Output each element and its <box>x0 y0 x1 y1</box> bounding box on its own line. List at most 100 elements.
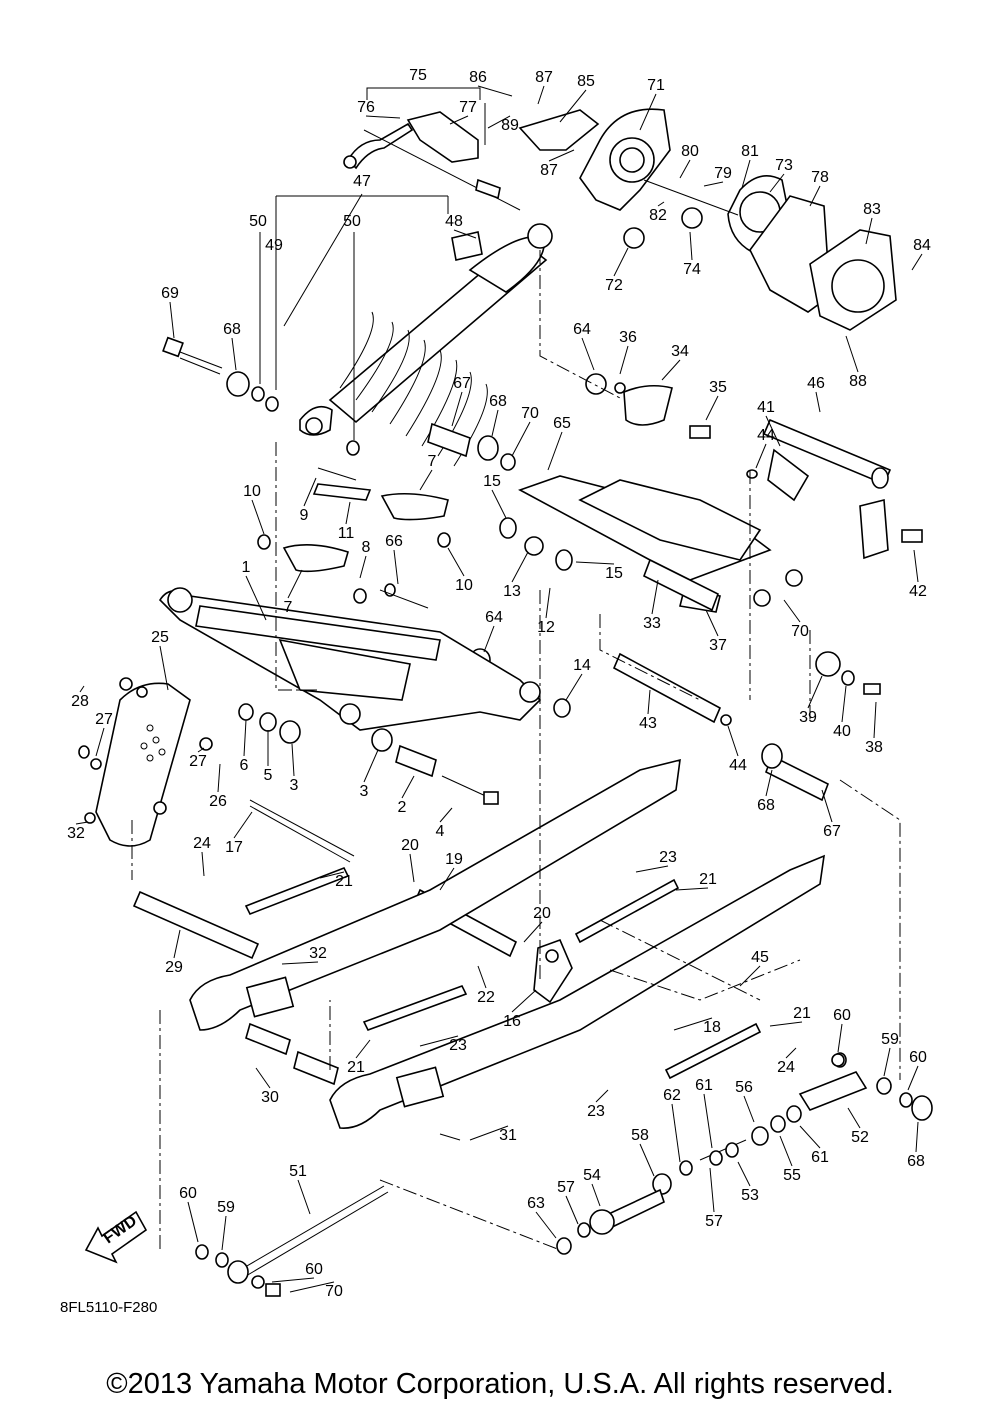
leader-line-19 <box>439 867 455 891</box>
leader-line-87a <box>537 85 545 105</box>
leader-line-44b <box>727 725 739 757</box>
leader-line-7a <box>419 469 433 491</box>
callout-76: 76 <box>357 99 375 116</box>
callout-36: 36 <box>619 329 637 346</box>
leader-line-51 <box>297 1179 311 1215</box>
callout-43: 43 <box>639 715 657 732</box>
callout-72: 72 <box>605 277 623 294</box>
callout-30: 30 <box>261 1089 279 1106</box>
leader-line-38 <box>873 701 877 739</box>
slide-runners-part <box>244 866 762 1080</box>
leader-line-23b <box>419 1035 459 1047</box>
leader-line-3b <box>363 749 379 783</box>
leader-line-87b <box>548 149 575 162</box>
leader-line-72 <box>613 247 629 277</box>
leader-line-14 <box>565 673 583 701</box>
leader-line-41 <box>765 415 781 447</box>
callout-68c: 68 <box>757 797 775 814</box>
leader-line-88 <box>845 335 859 373</box>
leader-line-57a <box>709 1167 715 1213</box>
callout-51: 51 <box>289 1163 307 1180</box>
callout-44a: 44 <box>757 427 775 444</box>
leader-line-2 <box>401 775 415 799</box>
callout-74: 74 <box>683 261 701 278</box>
leader-line-85 <box>559 89 587 123</box>
callout-75: 75 <box>409 67 427 84</box>
bushings-part <box>427 422 573 718</box>
leader-line-45 <box>739 965 761 987</box>
callout-78: 78 <box>811 169 829 186</box>
leader-line-60b <box>907 1065 919 1091</box>
callout-61a: 61 <box>695 1077 713 1094</box>
leader-line-10a <box>251 499 265 535</box>
callout-23c: 23 <box>587 1103 605 1120</box>
leader-line-68d <box>915 1121 919 1153</box>
drawing-code: 8FL5110-F280 <box>60 1299 157 1316</box>
leader-line-11 <box>345 501 351 525</box>
callout-84: 84 <box>913 237 931 254</box>
leader-line-80 <box>679 159 691 179</box>
leader-line-26 <box>217 763 221 793</box>
leader-line-34 <box>661 359 681 381</box>
callout-28: 28 <box>71 693 89 710</box>
callout-14: 14 <box>573 657 591 674</box>
leader-line-31 <box>469 1125 509 1141</box>
callout-68a: 68 <box>223 321 241 338</box>
callout-7b: 7 <box>284 599 293 616</box>
leader-line-59a <box>883 1047 891 1077</box>
leader-line-81 <box>741 159 751 189</box>
leader-line-73 <box>769 173 785 193</box>
callout-59a: 59 <box>881 1031 899 1048</box>
callout-47: 47 <box>353 173 371 190</box>
leader-line-78 <box>809 185 821 207</box>
scissor-link-part <box>78 677 213 847</box>
callout-54: 54 <box>583 1167 601 1184</box>
leader-line-20a <box>409 853 415 883</box>
callout-39: 39 <box>799 709 817 726</box>
leader-line-30 <box>255 1067 271 1089</box>
leader-line-56 <box>743 1095 755 1123</box>
leader-line-62 <box>671 1103 681 1163</box>
leader-line-83 <box>865 217 873 245</box>
callout-57a: 57 <box>705 1213 723 1230</box>
callout-24a: 24 <box>193 835 211 852</box>
callout-79: 79 <box>714 165 732 182</box>
leader-line-17 <box>233 811 253 839</box>
leader-line-18 <box>673 1017 713 1031</box>
leader-line-21b <box>675 887 709 891</box>
upper-bolt-part <box>162 336 360 456</box>
leader-line-42 <box>913 549 919 583</box>
shock-absorber-part <box>299 223 553 467</box>
leader-line-74 <box>689 231 693 261</box>
callout-20a: 20 <box>401 837 419 854</box>
callout-57b: 57 <box>557 1179 575 1196</box>
leader-line-66 <box>393 549 399 585</box>
leader-line-9 <box>303 477 317 507</box>
callout-1: 1 <box>242 559 251 576</box>
leader-line-39 <box>807 675 823 709</box>
callout-66: 66 <box>385 533 403 550</box>
leader-line-8 <box>359 555 367 579</box>
callout-3a: 3 <box>290 777 299 794</box>
callout-73: 73 <box>775 157 793 174</box>
callout-69: 69 <box>161 285 179 302</box>
callout-77: 77 <box>459 99 477 116</box>
callout-24b: 24 <box>777 1059 795 1076</box>
callout-53: 53 <box>741 1187 759 1204</box>
parts-drawing: FWD <box>78 87 933 1297</box>
leader-line-32a <box>75 821 89 825</box>
leader-line-24b <box>785 1047 797 1059</box>
callout-21c: 21 <box>793 1005 811 1022</box>
bracket-line <box>283 193 363 327</box>
leader-line-10b <box>447 547 465 577</box>
callout-45: 45 <box>751 949 769 966</box>
leader-line-27a <box>95 727 105 757</box>
callout-83: 83 <box>863 201 881 218</box>
callout-32b: 32 <box>309 945 327 962</box>
leader-line-79 <box>703 181 724 187</box>
leader-line-20b <box>523 921 543 943</box>
callout-22: 22 <box>477 989 495 1006</box>
leader-line-21c <box>769 1021 803 1027</box>
leader-line-29 <box>173 929 181 959</box>
